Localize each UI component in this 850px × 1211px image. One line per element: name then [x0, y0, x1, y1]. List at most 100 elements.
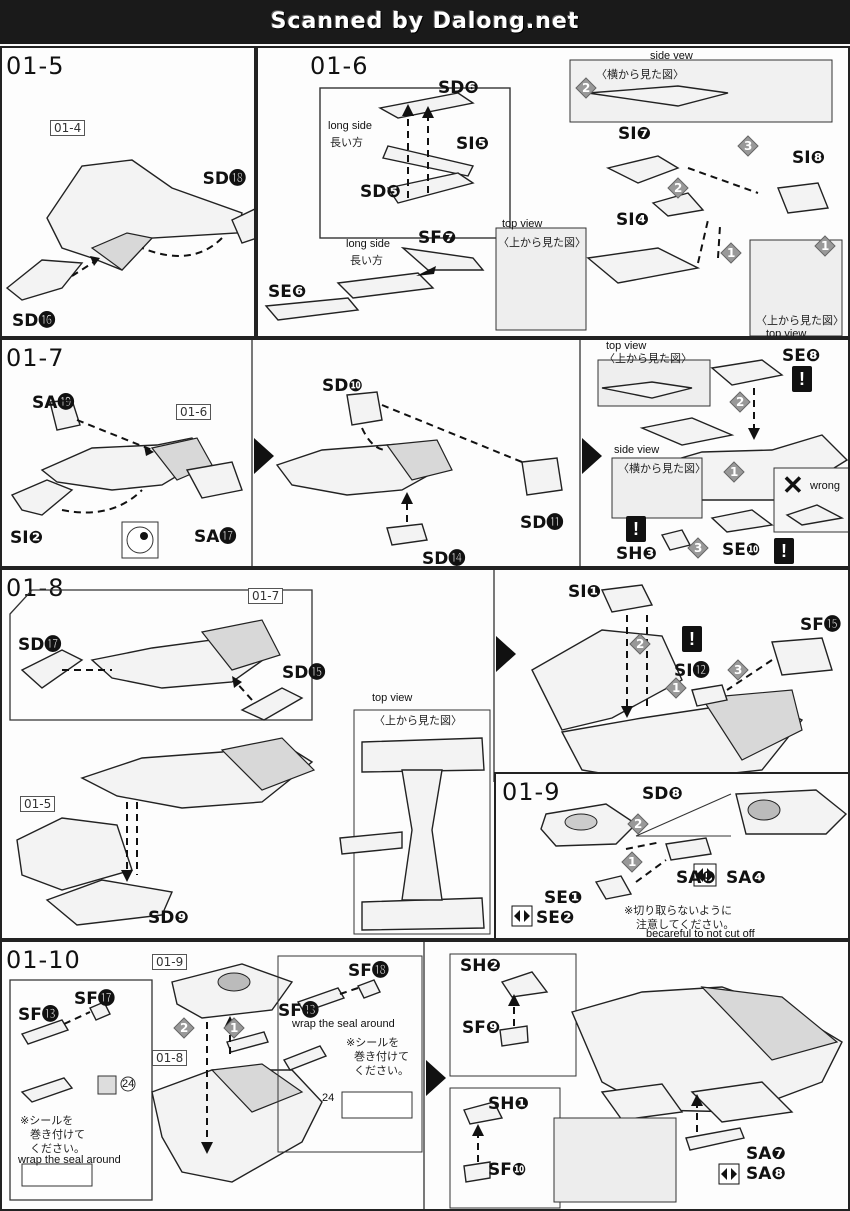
side-view-label-jp: 〈横から見た図〉: [596, 68, 684, 81]
assembly-illustration: [5, 159, 254, 301]
svg-text:2: 2: [634, 817, 642, 831]
svg-text:1: 1: [730, 465, 738, 479]
assembly-illustration: 2 3 2 1 1: [264, 59, 843, 336]
part-label: SD❽: [642, 784, 683, 804]
scan-banner: Scanned by Dalong.net: [0, 0, 850, 44]
part-label: SD⓰: [12, 311, 56, 331]
part-label: SD⓲: [202, 169, 246, 189]
part-label: SA⓳: [32, 393, 75, 413]
step-title: 01-7: [6, 344, 65, 372]
part-label: SE❽: [782, 346, 821, 366]
part-label: SF❾: [462, 1018, 501, 1038]
side-view-label: side view: [614, 444, 660, 456]
part-label: SA❼: [746, 1144, 786, 1164]
part-label: SH❸: [616, 544, 657, 564]
seal-note-en: wrap the seal around: [292, 1018, 395, 1030]
part-label: SI❶: [568, 582, 601, 602]
part-label: SF⓲: [348, 961, 389, 981]
assembly-illustration: 2 1: [9, 942, 843, 1209]
step-title: 01-10: [6, 946, 81, 974]
top-view-label: top view: [766, 328, 807, 338]
part-label: SD❺: [360, 182, 401, 202]
svg-text:2: 2: [582, 81, 590, 95]
step-title: 01-8: [6, 574, 65, 602]
part-label: SD⓯: [282, 663, 326, 683]
part-label: SE❿: [722, 540, 761, 560]
ref-tag: 01-7: [248, 588, 284, 604]
part-label: SI❺: [456, 134, 489, 154]
next-arrow-icon: [582, 438, 602, 474]
seal-note-jp: ください。: [30, 1142, 85, 1155]
long-side-label: long side: [346, 238, 391, 250]
panel-step-01-6: 01-6 2 3 2 1 1: [256, 46, 850, 338]
sticker-number: 24: [122, 1078, 135, 1090]
part-label: SH❶: [488, 1094, 529, 1114]
svg-text:2: 2: [736, 395, 744, 409]
part-label: SF❼: [418, 228, 457, 248]
seal-note-jp: 巻き付けて: [30, 1128, 85, 1141]
top-view-label-jp: 〈上から見た図〉: [374, 714, 462, 727]
wrong-x-icon: ✕: [782, 470, 804, 500]
part-label: SI❹: [616, 210, 649, 230]
part-label: SE❶: [544, 888, 583, 908]
part-label: SD⓮: [422, 549, 466, 568]
part-label: SI⓬: [674, 661, 710, 681]
part-label: SI❷: [10, 528, 43, 548]
caution-icon: !: [774, 538, 794, 564]
part-label: SE❷: [536, 908, 575, 928]
caution-icon: !: [682, 626, 702, 652]
svg-text:3: 3: [694, 541, 702, 555]
assembly-illustration: 2 1 3: [9, 570, 833, 935]
top-view-label: top view: [606, 340, 647, 352]
wrong-label: wrong: [810, 480, 840, 492]
side-view-label-jp: 〈横から見た図〉: [618, 462, 706, 475]
ref-tag: 01-5: [20, 796, 56, 812]
part-label: SA❽: [746, 1164, 786, 1184]
sticker-number: 24: [322, 1092, 335, 1104]
step-title: 01-5: [6, 52, 65, 80]
step-title: 01-9: [502, 778, 561, 806]
seal-note-en: wrap the seal around: [18, 1154, 121, 1166]
part-label: SA❹: [726, 868, 766, 888]
part-label: SD⓱: [18, 635, 62, 655]
ref-tag: 01-4: [50, 120, 86, 136]
long-side-label-jp: 長い方: [350, 254, 383, 267]
next-arrow-icon: [426, 1060, 446, 1096]
caution-icon: !: [626, 516, 646, 542]
part-label: SE❻: [268, 282, 307, 302]
svg-text:1: 1: [628, 855, 636, 869]
part-label: SA⓱: [194, 527, 237, 547]
panel-step-01-5: 01-5 01-4 SD⓲ SD⓰: [0, 46, 256, 338]
part-label: SD❻: [438, 78, 479, 98]
caution-note-en: becareful to not cut off: [646, 928, 755, 940]
part-label: SF⓯: [800, 615, 841, 635]
step-title: 01-6: [310, 52, 369, 80]
svg-text:1: 1: [727, 246, 735, 260]
seal-note-jp: ※シールを: [20, 1114, 74, 1127]
ref-tag: 01-6: [176, 404, 212, 420]
ref-tag: 01-8: [152, 1050, 188, 1066]
side-view-label: side vew: [650, 50, 693, 62]
long-side-label: long side: [328, 120, 373, 132]
svg-text:1: 1: [821, 239, 829, 253]
svg-text:3: 3: [734, 663, 742, 677]
caution-icon: !: [792, 366, 812, 392]
part-label: SI❼: [618, 124, 651, 144]
part-label: SA❺: [676, 868, 716, 888]
part-label: SF⓭: [278, 1001, 319, 1021]
next-arrow-icon: [496, 636, 516, 672]
part-label: SI❽: [792, 148, 825, 168]
part-label: SF⓭: [18, 1005, 59, 1025]
top-view-label-jp: 〈上から見た図〉: [604, 352, 692, 365]
top-view-label: top view: [502, 218, 543, 230]
svg-text:1: 1: [230, 1021, 238, 1035]
assembly-illustration: 2 1: [511, 789, 848, 927]
svg-text:2: 2: [180, 1021, 188, 1035]
ref-tag: 01-9: [152, 954, 188, 970]
part-label: SD❿: [322, 376, 363, 396]
assembly-illustration: 2 1 3: [10, 340, 848, 566]
panel-step-01-10: 01-10: [0, 940, 850, 1211]
svg-text:2: 2: [674, 181, 682, 195]
part-label: SD⓫: [520, 513, 564, 533]
